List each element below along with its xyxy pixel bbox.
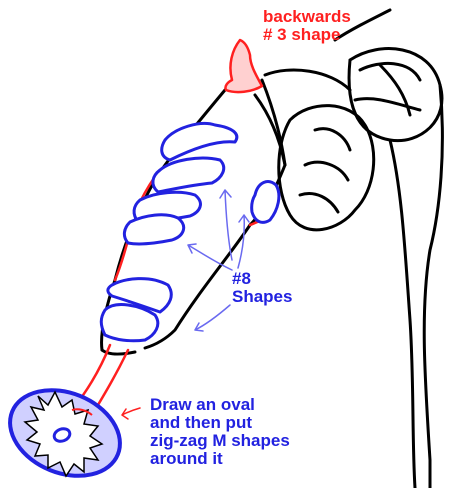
arrow-to-shape-a: [219, 189, 233, 261]
body-right-edge: [422, 83, 444, 488]
annotation-arrows: [187, 189, 250, 332]
label-backwards-3-shape: backwards # 3 shape: [263, 8, 351, 44]
head-outline: [347, 47, 444, 143]
label-backwards-line1: backwards: [263, 7, 351, 26]
blue-8-shapes: [99, 122, 281, 343]
back-curve-top: [333, 8, 392, 42]
label-shapes8-line2: Shapes: [232, 287, 293, 306]
arrow-to-shape-b: [187, 243, 233, 271]
ear-curve: [378, 63, 412, 117]
shaft-blade-joint: [71, 408, 93, 416]
hand-outline: [277, 104, 376, 232]
fingers: [298, 127, 352, 214]
blade-center: [52, 427, 72, 443]
handle-bottom: [100, 348, 137, 356]
shape8-1: [160, 122, 239, 162]
label-oval-line3: zig-zag M shapes: [150, 431, 290, 450]
label-oval-line2: and then put: [150, 413, 252, 432]
label-oval-line4: around it: [150, 449, 223, 468]
shape8-6: [99, 303, 160, 343]
saw-blade: [8, 388, 122, 478]
label-8-shapes: #8 Shapes: [232, 270, 292, 306]
shape8-4: [122, 213, 186, 246]
arrow-to-shape-c: [237, 214, 250, 269]
arrow-to-shape-d: [194, 304, 231, 332]
head-outline-inner: [353, 61, 422, 112]
handle-red-mid: [113, 238, 130, 282]
label-backwards-line2: # 3 shape: [263, 25, 341, 44]
shape8-5: [106, 277, 173, 314]
arrow-to-oval: [121, 407, 141, 420]
shape8-2: [151, 156, 226, 194]
body-left-edge: [388, 138, 417, 488]
label-oval-instructions: Draw an oval and then put zig-zag M shap…: [150, 396, 290, 468]
backwards-3-shape: [224, 38, 264, 94]
label-shapes8-line1: #8: [232, 269, 251, 288]
label-oval-line1: Draw an oval: [150, 395, 255, 414]
handle-right-edge: [143, 78, 287, 350]
shoulder-arc: [263, 68, 352, 92]
thumb-shape8: [250, 180, 281, 224]
